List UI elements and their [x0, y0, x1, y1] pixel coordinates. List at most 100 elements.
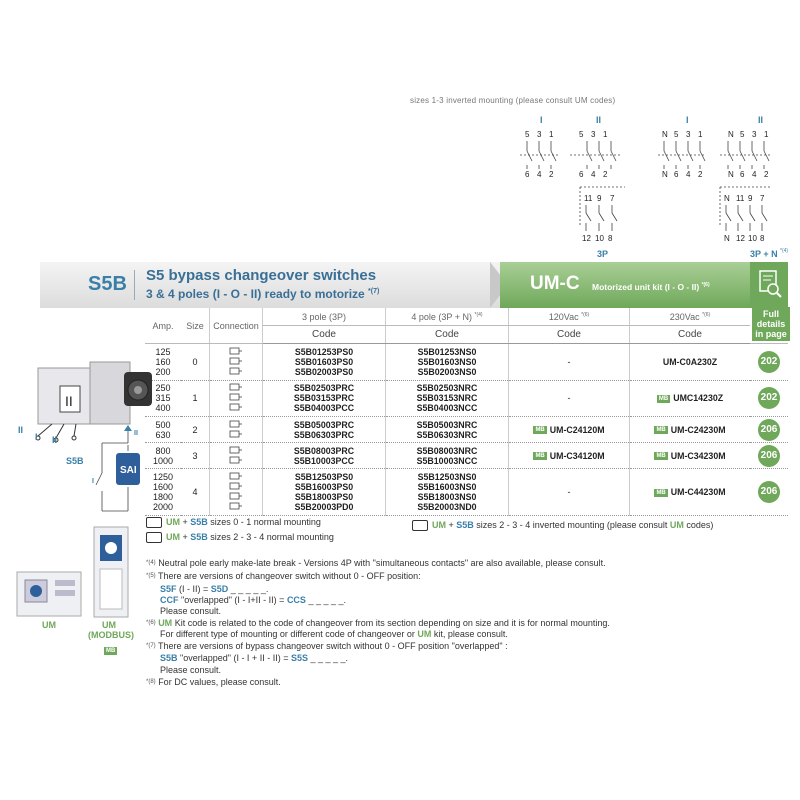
pole3-code: S5B03153PRC	[293, 393, 355, 404]
terminal-label: 6	[525, 170, 530, 179]
left-header-i: I	[540, 115, 543, 125]
kit-code: UM-C	[530, 273, 580, 294]
terminal-label: 12	[582, 234, 591, 243]
amp-value: 800	[155, 445, 171, 456]
kit-120v-cell: -	[508, 343, 630, 381]
pole3-code: S5B06303PRC	[293, 429, 355, 440]
page-ref-cell: 202	[750, 380, 788, 417]
page-badge[interactable]: 206	[758, 481, 780, 503]
mb-badge: MB	[654, 488, 668, 497]
um-modbus-label-1: UM	[102, 620, 116, 630]
mb-badge: MB	[654, 452, 668, 461]
connection-terminal-icon	[210, 403, 262, 413]
terminal-label: N	[724, 234, 730, 243]
kit-230v-code: UMC14230Z	[673, 393, 724, 404]
pole4-code: S5B04003NCC	[416, 403, 478, 414]
kit-120v-cell: -	[508, 380, 630, 417]
terminal-label: 2	[603, 170, 608, 179]
terminal-label: N	[728, 130, 734, 139]
terminal-label: 8	[608, 234, 613, 243]
footnote-7a: S5B "overlapped" (I - I + II - II) = S5S…	[160, 653, 348, 663]
col-4pole: 4 pole (3P + N) *(4)	[385, 308, 509, 326]
page-badge[interactable]: 202	[758, 350, 780, 373]
footnote-7: *(7) There are versions of bypass change…	[146, 641, 508, 651]
pole4-code: S5B20003ND0	[417, 502, 477, 512]
mb-badge: MB	[656, 394, 671, 403]
terminal-label: 4	[537, 170, 542, 179]
kit-120v-code: UM-C24120M	[549, 424, 605, 435]
mb-badge: MB	[533, 452, 547, 461]
amp-value: 160	[155, 356, 171, 367]
um-modbus-label-2: (MODBUS)	[88, 630, 134, 640]
connection-terminal-icon	[210, 456, 262, 466]
connection-cell	[209, 416, 263, 443]
col-amp: Amp.	[145, 308, 181, 344]
pole4-code: S5B16003NS0	[417, 482, 477, 492]
connection-terminal-icon	[210, 446, 262, 456]
kit-230v-code: UM-C44230M	[670, 487, 726, 497]
connection-terminal-icon	[210, 347, 262, 357]
terminal-label: 1	[603, 130, 608, 139]
document-search-icon	[750, 262, 788, 308]
mb-badge: MB	[654, 426, 668, 435]
connection-terminal-icon	[210, 502, 262, 512]
terminal-label: 4	[752, 170, 757, 179]
pole4-code: S5B06303NRC	[416, 429, 478, 440]
kit-120v-cell: -	[508, 468, 630, 516]
pole3-code: S5B04003PCC	[293, 403, 355, 414]
pole4-code: S5B01253NS0	[417, 346, 477, 357]
connection-terminal-icon	[210, 367, 262, 377]
pole4-code: S5B10003NCC	[416, 455, 478, 466]
col-connection: Connection	[209, 308, 263, 344]
page-ref-cell: 206	[750, 468, 788, 516]
code-header-230: Code	[629, 325, 750, 344]
um-unit-image	[16, 571, 82, 617]
terminal-label: 3	[752, 130, 757, 139]
pole3-code: S5B16003PS0	[294, 482, 354, 492]
kit-120v-code: -	[567, 356, 571, 367]
label-3pn: 3P + N	[750, 249, 778, 259]
label-3p: 3P	[597, 249, 608, 259]
size-cell: 0	[181, 343, 210, 381]
amp-value: 400	[155, 403, 171, 414]
um-label: UM	[42, 620, 56, 630]
amp-value: 200	[155, 366, 171, 377]
terminal-label: 7	[760, 194, 765, 203]
band-separator	[134, 270, 135, 300]
terminal-label: 5	[740, 130, 745, 139]
connection-terminal-icon	[210, 492, 262, 502]
connection-terminal-icon	[210, 420, 262, 430]
sai-label: SAI	[120, 465, 137, 476]
pole3-code: S5B01603PS0	[294, 356, 354, 367]
size-cell: 1	[181, 380, 210, 417]
product-code: S5B	[88, 273, 127, 295]
pole3-code: S5B01253PS0	[294, 346, 354, 357]
connection-terminal-icon	[210, 430, 262, 440]
connection-cell	[209, 343, 263, 381]
footnote-4: *(4) Neutral pole early make-late break …	[146, 558, 606, 568]
terminal-label: 1	[549, 130, 554, 139]
page-badge[interactable]: 206	[758, 444, 780, 467]
terminal-label: 6	[674, 170, 679, 179]
page-badge[interactable]: 202	[758, 387, 780, 410]
page-badge[interactable]: 206	[758, 418, 780, 441]
amp-value: 315	[155, 393, 171, 404]
amp-value: 1600	[152, 482, 174, 492]
amp-value: 1250	[152, 472, 174, 482]
terminal-label: 9	[748, 194, 753, 203]
terminal-label: N	[728, 170, 734, 179]
terminal-label: 5	[525, 130, 530, 139]
connection-cell	[209, 380, 263, 417]
col-120v: 120Vac *(6)	[508, 308, 630, 326]
section-subtitle: 3 & 4 poles (I - O - II) ready to motori…	[146, 287, 380, 301]
page-ref-cell: 206	[750, 416, 788, 443]
right-header-i: I	[686, 115, 689, 125]
mounting-note-3: UM + S5B sizes 2 - 3 - 4 inverted mounti…	[412, 520, 713, 532]
terminal-label: N	[662, 130, 668, 139]
